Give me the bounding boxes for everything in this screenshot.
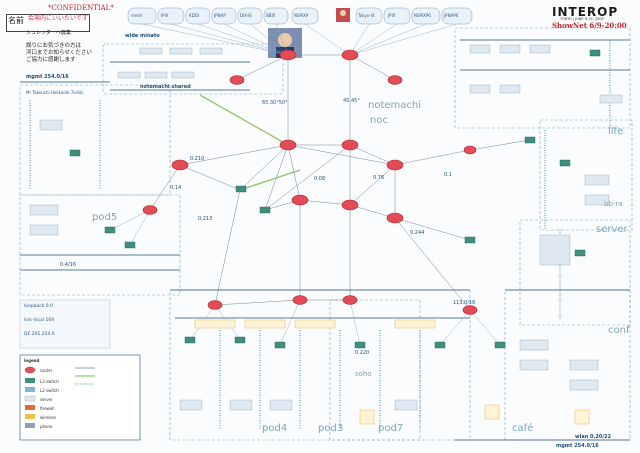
name-handwriting: 会場内にいいたいです [28,15,88,22]
cloud-label-3: KDDI [189,13,199,18]
brand-showver: ShowNet 6/9-20:00 [552,21,627,30]
route-label-4: 0.1 [444,172,452,178]
seg-wide-minato: wide minato [125,33,160,39]
name-label: 名前 [8,16,24,25]
loop-label-1: loopback 0.0 [24,304,53,309]
isp-clouds [127,7,473,25]
route-label-3: 0.14 [170,185,182,191]
route-label-6: 0.244 [410,230,425,236]
loop-label-3: DE 201.254.0 [24,332,55,337]
zone-cafe: café [512,423,534,434]
legend-wireless: wireless [40,415,57,420]
zone-life: life [608,126,624,137]
zone-noc: noc [370,115,388,126]
cloud-label-4: JPNAP [214,13,226,18]
route-label-5: 0.08 [314,176,326,182]
access-dots [29,40,611,430]
cloud-label-9: JPIX [388,13,396,18]
route-label-8: 113.0/16 [453,300,476,306]
seg-left-mgmt: mgmt 254.0/16 [26,74,69,80]
core-routers [142,49,478,315]
legend-router: router [40,368,53,373]
legend-l2: L2 switch [40,388,59,393]
seg-left-author: Mr Takeuchi Hokkaido 7ishiki [26,90,84,95]
uplinks [141,23,458,56]
zone-pod3: pod3 [318,423,344,434]
legend-title: legend [24,358,40,363]
notice-line-3: ご協力に感謝します [26,57,76,63]
zone-server: server [596,224,628,235]
loop-label-2: link-local 169 [24,318,55,323]
ring-label-1: 65.30°50° [262,100,288,106]
seg-notemachi-shared: notemachi shared [140,84,191,90]
fabric-links [149,54,531,311]
cloud-label-1: mesh [131,13,142,18]
legend-server: server [40,397,53,402]
mid-ip-label: 0.4/16 [60,262,76,268]
brand-title: INTEROP [552,5,619,19]
confidential-label: *CONFIDENTIAL* [48,4,114,12]
zone-pod4: pod4 [262,423,288,434]
cloud-label-10: NSPIXP6 [414,13,431,18]
cloud-label-5: DIX-IE [240,13,252,18]
notice-line-2: 河口までお知らせください [26,50,92,56]
switches [69,49,601,349]
cloud-label-7: NSPIXP [294,13,309,18]
zone-pod7: pod7 [378,423,404,434]
footer-wlan: wlan 0.20/22 [575,434,612,440]
legend-phone: phone [40,424,53,429]
cloud-label-8: Tokyo-IX [358,13,375,18]
route-label-1: 0.210 [190,156,205,162]
route-label-9: 0.76 [373,175,385,181]
zone-conf: conf [608,325,630,336]
ring-label-2: 45.45° [343,98,360,104]
route-label-7: 0.220 [355,350,370,356]
notice-line-1: 誤りにお気づきの方は [26,43,82,49]
legend-box [19,354,141,441]
zone-soho: soho [355,370,372,378]
footer-mgmt: mgmt 254.0/16 [556,443,599,449]
cloud-label-11: JPNAP6 [444,13,459,18]
legend-l3: L3 switch [40,379,59,384]
trunk-links [199,94,301,191]
info-box [19,299,111,349]
cloud-label-6: BBIX [266,13,276,18]
name-field [6,14,90,32]
equipment-boxes [29,44,623,411]
route-label-2: 0.213 [198,216,213,222]
zone-bbra: bb-ra [604,200,623,208]
notice-shredder: シュレッダーへ廃棄 [26,30,71,36]
brand-subtitle: TOKYO | JUNE 9-13, 2003 [560,17,604,21]
highlight-boxes [194,319,590,425]
legend-firewall: firewall [40,406,55,411]
zone-notemachi: notemachi [368,100,422,111]
cloud-label-2: IPIX [161,13,169,18]
zone-boundaries [19,27,633,441]
zone-pod5: pod5 [92,212,118,223]
